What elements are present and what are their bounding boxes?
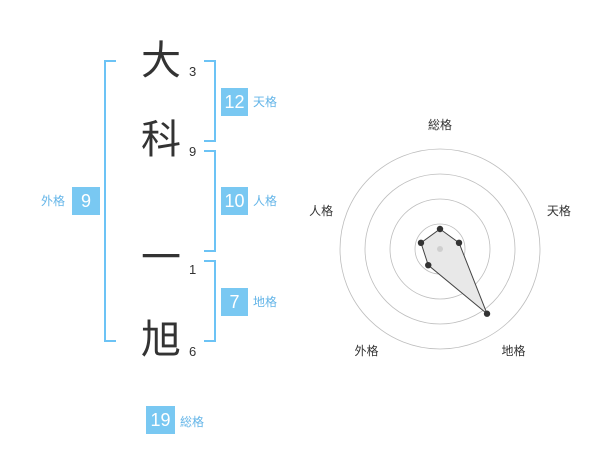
- radar-axis-label-4: 外格: [354, 343, 379, 358]
- stroke-count-2: 9: [189, 144, 197, 159]
- radar-axis-label-5: 人格: [309, 203, 334, 218]
- tenkaku-bracket: [204, 60, 216, 142]
- radar-axis-label-3: 地格: [501, 343, 526, 358]
- radar-fill: [420, 229, 488, 314]
- name-char-1: 大: [141, 38, 181, 84]
- radar-ring-3: [364, 173, 516, 325]
- chikaku-bracket: [204, 260, 216, 342]
- name-char-2: 科: [141, 117, 181, 163]
- tenkaku-value-badge: 12: [221, 88, 248, 116]
- chikaku-label: 地格: [253, 295, 278, 309]
- radar-ring-4: [339, 148, 541, 350]
- radar-point-3: [483, 310, 491, 317]
- chikaku-value-badge: 7: [221, 288, 248, 316]
- radar-point-4: [425, 261, 432, 269]
- jinkaku-label: 人格: [253, 194, 278, 208]
- gaikaku-bracket: [104, 60, 116, 342]
- name-char-3: 一: [141, 235, 181, 281]
- radar-point-1: [436, 225, 444, 233]
- jinkaku-value-badge: 10: [221, 187, 248, 215]
- jinkaku-bracket: [204, 150, 216, 252]
- stroke-count-4: 6: [189, 344, 197, 359]
- tenkaku-label: 天格: [253, 95, 278, 109]
- stroke-count-1: 3: [189, 64, 197, 79]
- radar-point-5: [417, 239, 425, 247]
- radar-axis-label-1: 総格: [428, 117, 453, 132]
- radar-series-line: [420, 228, 488, 315]
- stroke-count-3: 1: [189, 262, 197, 277]
- radar-center-dot: [437, 246, 443, 252]
- radar-ring-2: [389, 198, 491, 300]
- gaikaku-value-badge: 9: [72, 187, 100, 215]
- name-char-4: 旭: [141, 317, 181, 363]
- radar-axis-label-2: 天格: [546, 203, 571, 218]
- radar-point-2: [455, 239, 463, 247]
- soukaku-label: 総格: [180, 415, 205, 429]
- gaikaku-label: 外格: [41, 194, 66, 208]
- soukaku-value-badge: 19: [146, 406, 175, 434]
